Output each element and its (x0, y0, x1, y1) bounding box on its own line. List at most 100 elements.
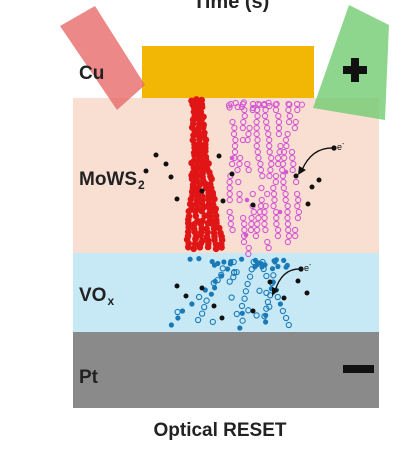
vacancy-open-pink (234, 166, 241, 174)
vacancy-open-pink (227, 214, 235, 222)
mows2-label-subscript: 2 (138, 178, 145, 192)
vacancy-open-pink (246, 124, 253, 132)
vacancy-open-pink (244, 136, 251, 144)
vacancy-open-pink (286, 112, 294, 120)
electron-dot (304, 290, 310, 296)
electron-arrow-upper (298, 145, 337, 175)
vacancy-open-pink (272, 178, 279, 186)
vacancy-open-pink (226, 104, 233, 111)
vacancy-filled-pink (244, 197, 250, 203)
vacancy-open-pink (254, 136, 261, 144)
vacancy-open-pink (294, 106, 301, 114)
filament-particle (188, 175, 196, 183)
vox-label-subscript: x (107, 294, 115, 308)
vacancy-open-blue (230, 269, 238, 276)
vacancy-open-pink (255, 154, 262, 162)
vacancy-open-pink (252, 232, 260, 240)
vacancy-open-pink (257, 160, 264, 168)
vacancy-open-pink (266, 142, 273, 150)
electron-label-lower: e- (304, 262, 311, 273)
vacancy-open-pink (236, 160, 243, 168)
vacancy-open-pink (257, 166, 265, 174)
vacancy-open-pink (291, 124, 299, 132)
electron-dot (267, 279, 273, 285)
filament-particle (218, 244, 225, 251)
vacancy-open-pink (284, 220, 292, 228)
electron-dot (309, 184, 315, 190)
vacancy-open-pink (264, 190, 271, 198)
vacancy-open-pink (240, 238, 248, 246)
vacancy-open-pink (230, 130, 238, 138)
vacancy-filled-blue (187, 256, 193, 262)
vacancy-open-pink (245, 244, 252, 252)
electron-dot (316, 177, 322, 183)
vacancy-open-blue (266, 303, 273, 310)
vacancy-open-blue (256, 287, 263, 294)
vacancy-open-pink (253, 130, 260, 138)
vacancy-open-blue (233, 268, 240, 276)
minus-icon (343, 365, 374, 373)
vacancy-open-blue (279, 307, 287, 315)
vacancy-open-pink (289, 154, 296, 162)
vacancy-open-pink (277, 142, 284, 150)
vacancy-open-pink (279, 160, 287, 168)
vox-label-main: VO (79, 285, 107, 306)
vacancy-open-blue (241, 295, 248, 302)
vacancy-open-pink (298, 101, 306, 108)
layer-cu (142, 46, 314, 98)
vacancy-filled-blue (252, 264, 258, 270)
plus-icon (343, 58, 367, 82)
vacancy-open-pink (283, 142, 290, 150)
vacancy-open-blue (198, 310, 206, 317)
vacancy-open-pink (231, 148, 239, 156)
vacancy-open-pink (253, 124, 260, 132)
vacancy-filled-blue (283, 264, 289, 270)
electron-charge: - (309, 262, 312, 269)
vacancy-open-pink (276, 148, 283, 156)
vacancy-open-blue (244, 280, 251, 288)
electron-charge: - (342, 141, 345, 148)
vacancy-open-pink (245, 130, 252, 138)
vacancy-open-blue (261, 313, 268, 320)
filament-particle (194, 172, 201, 180)
caption: Optical RESET (153, 420, 287, 441)
vacancy-open-blue (246, 273, 254, 280)
vacancy-open-pink (229, 118, 236, 126)
filament-particle (199, 124, 207, 131)
electron-label-upper: e- (337, 141, 344, 152)
electron-dot (250, 308, 256, 314)
vacancy-open-pink (284, 214, 291, 222)
electron-dot (143, 168, 149, 174)
vacancy-open-pink (284, 130, 291, 138)
probe-left (60, 6, 145, 110)
layer-vox (73, 253, 379, 332)
vacancy-filled-blue (212, 285, 218, 291)
vacancy-open-pink (226, 184, 233, 192)
vacancy-open-pink (241, 112, 248, 120)
electron-dot (211, 303, 217, 309)
vacancy-open-blue (219, 265, 226, 272)
vacancy-open-pink (232, 136, 239, 144)
vacancy-open-pink (294, 202, 301, 210)
vacancy-filled-blue (221, 259, 227, 265)
vacancy-open-pink (236, 196, 243, 204)
vacancy-open-pink (239, 214, 247, 222)
filament-particle (196, 244, 204, 251)
vacancy-open-pink (262, 226, 269, 234)
vacancy-open-blue (263, 289, 270, 297)
electron-dot (168, 174, 174, 180)
vacancy-open-pink (270, 184, 277, 192)
vacancy-open-pink (270, 190, 278, 198)
vacancy-open-blue (233, 310, 240, 318)
vacancy-open-blue (230, 274, 237, 281)
vacancy-open-blue (250, 258, 257, 266)
vacancy-open-pink (282, 136, 290, 144)
vacancy-filled-blue (215, 260, 221, 267)
vacancy-open-pink (289, 166, 296, 174)
electron-dot (199, 188, 205, 194)
vacancy-open-blue (195, 293, 203, 301)
vacancy-open-pink (241, 226, 248, 234)
vacancy-open-pink (275, 112, 282, 120)
vacancy-open-pink (266, 136, 273, 144)
